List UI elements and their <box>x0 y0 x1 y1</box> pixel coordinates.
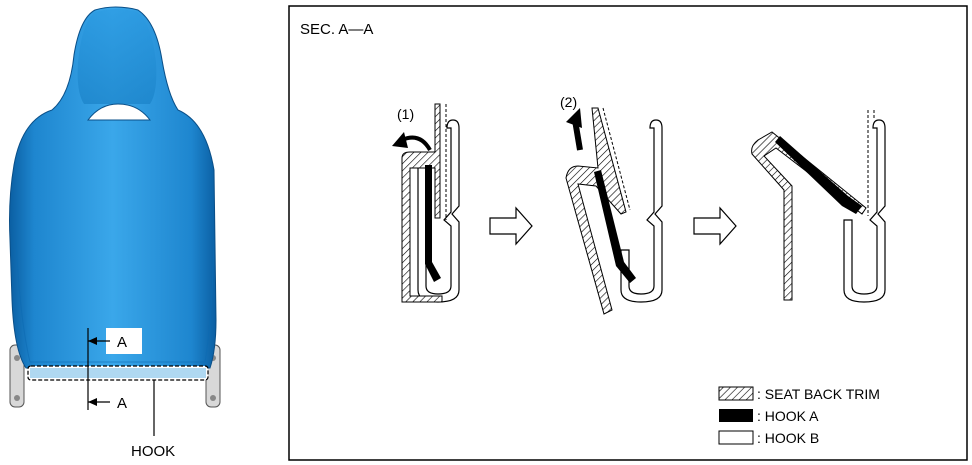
step-1-label: (1) <box>397 106 414 122</box>
legend: : SEAT BACK TRIM : HOOK A : HOOK B <box>718 386 880 446</box>
seat-back-body <box>9 6 217 369</box>
legend-swatch-hook-a <box>719 409 753 422</box>
seat-back-trim-stage-2 <box>565 107 627 315</box>
legend-swatch-trim <box>718 386 754 401</box>
next-step-arrow-icon-2 <box>693 206 737 246</box>
hook-a-stage-1 <box>425 165 441 282</box>
hook-b-stage-3 <box>843 119 886 303</box>
stage-3-hook-assembly <box>751 110 886 303</box>
legend-label-trim: : SEAT BACK TRIM <box>757 386 880 402</box>
hook-a-stage-2 <box>594 170 636 283</box>
seat-back-trim-stage-3 <box>751 131 867 301</box>
hook-a-stage-3 <box>775 136 862 214</box>
section-panel: SEC. A—A (1) <box>288 5 968 461</box>
pull-up-arrow-icon <box>566 108 583 151</box>
next-step-arrow-icon <box>489 206 533 246</box>
seat-frame-left <box>9 344 25 408</box>
hook-band <box>27 365 209 381</box>
headrest <box>77 9 157 104</box>
legend-label-hook-b: : HOOK B <box>757 430 819 446</box>
section-marker-upper: A <box>117 334 127 351</box>
stage-1-hook-assembly: (1) <box>392 103 460 303</box>
section-title: SEC. A—A <box>300 21 373 38</box>
hook-b-stage-2 <box>620 119 663 303</box>
section-marker-lower: A <box>117 395 127 412</box>
legend-swatch-hook-b <box>718 430 754 445</box>
step-2-label: (2) <box>560 94 577 110</box>
legend-label-hook-a: : HOOK A <box>757 408 819 424</box>
stage-2-hook-assembly: (2) <box>560 94 663 315</box>
seat-back-trim-stage-1 <box>401 103 443 303</box>
headrest-opening <box>86 103 152 121</box>
hook-label: HOOK <box>131 443 175 460</box>
seat-back-illustration: A A HOOK <box>9 6 221 460</box>
